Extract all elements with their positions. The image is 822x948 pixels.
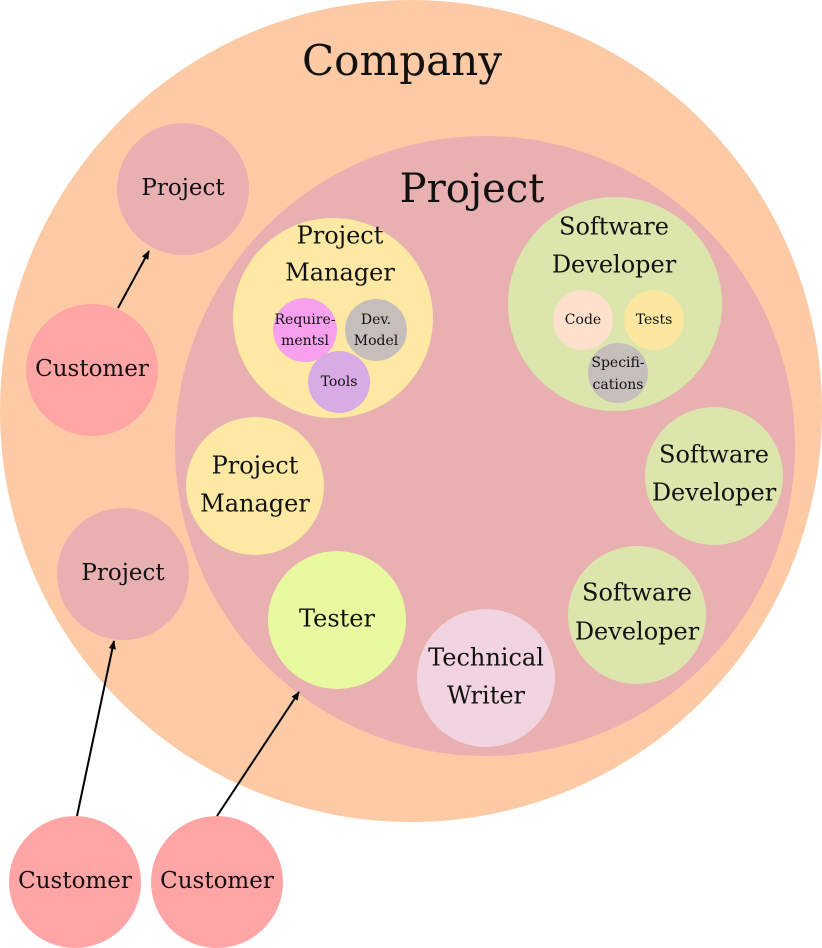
project-manager-small-label-line-2: Manager	[200, 490, 310, 518]
software-developer-small-label-1-line-2: Developer	[652, 479, 777, 507]
edge-customer-2-to-project-2	[76, 640, 116, 817]
tools-circle	[308, 351, 370, 413]
requirements-circle	[273, 298, 337, 362]
tester-node: Tester	[268, 551, 406, 689]
project-manager-small-node: Project Manager	[186, 417, 324, 555]
customer-label-2: Customer	[18, 868, 132, 894]
project-manager-big-label-line-2: Manager	[285, 259, 395, 287]
software-developer-small-circle-1	[645, 407, 783, 545]
technical-writer-label-line-1: Technical	[428, 644, 544, 672]
project-small-node-2: Project	[57, 508, 189, 640]
code-node: Code	[553, 290, 613, 350]
code-circle	[553, 290, 613, 350]
tests-label: Tests	[636, 312, 673, 328]
customer-node-2: Customer	[9, 816, 141, 948]
software-developer-small-node-1: Software Developer	[645, 407, 783, 545]
project-main-label: Project	[400, 166, 545, 212]
tools-node: Tools	[308, 351, 370, 413]
customer-circle-3	[151, 816, 283, 948]
customer-label-1: Customer	[35, 356, 149, 382]
dev-model-node: Dev. Model	[345, 299, 407, 361]
project-manager-big-label-line-1: Project	[297, 222, 384, 250]
customer-node-3: Customer	[151, 816, 283, 948]
software-developer-big-circle	[508, 197, 722, 411]
tools-label: Tools	[321, 374, 358, 390]
customer-label-3: Customer	[160, 868, 274, 894]
specifications-label-line-1: Specifi-	[591, 355, 644, 371]
tests-node: Tests	[624, 290, 684, 350]
technical-writer-label-line-2: Writer	[447, 682, 526, 710]
dev-model-label-line-1: Dev.	[361, 312, 391, 328]
tests-circle	[624, 290, 684, 350]
specifications-circle	[588, 343, 648, 403]
edge-customer-3-to-tester	[216, 691, 300, 817]
project-small-circle-1	[117, 123, 249, 255]
customer-circle-2	[9, 816, 141, 948]
specifications-node: Specifi- cations	[588, 343, 648, 403]
software-developer-small-node-2: Software Developer	[568, 546, 706, 684]
project-small-label-1: Project	[141, 175, 225, 201]
software-developer-small-label-2-line-1: Software	[582, 579, 692, 607]
company-label: Company	[302, 36, 502, 85]
technical-writer-circle	[417, 609, 555, 747]
specifications-label-line-2: cations	[593, 377, 644, 393]
project-small-node-1: Project	[117, 123, 249, 255]
project-small-circle-2	[57, 508, 189, 640]
dev-model-circle	[345, 299, 407, 361]
requirements-label-line-1: Require-	[275, 312, 336, 328]
software-developer-big-node: Software Developer	[508, 197, 722, 411]
tester-label: Tester	[299, 605, 376, 633]
edge-customer-1-to-project-1	[117, 250, 150, 309]
tester-circle	[268, 551, 406, 689]
project-small-label-2: Project	[81, 560, 165, 586]
dev-model-label-line-2: Model	[354, 333, 399, 349]
software-developer-big-label-line-2: Developer	[552, 251, 677, 279]
requirements-node: Require- mentsl	[273, 298, 337, 362]
project-manager-small-label-line-1: Project	[212, 452, 299, 480]
software-developer-big-label-line-1: Software	[559, 213, 669, 241]
software-developer-small-label-1-line-1: Software	[659, 441, 769, 469]
software-developer-small-label-2-line-2: Developer	[575, 618, 700, 646]
customer-node-1: Customer	[26, 304, 158, 436]
project-manager-small-circle	[186, 417, 324, 555]
software-developer-small-circle-2	[568, 546, 706, 684]
technical-writer-node: Technical Writer	[417, 609, 555, 747]
requirements-label-line-2: mentsl	[281, 333, 329, 349]
code-label: Code	[565, 312, 601, 328]
customer-circle-1	[26, 304, 158, 436]
